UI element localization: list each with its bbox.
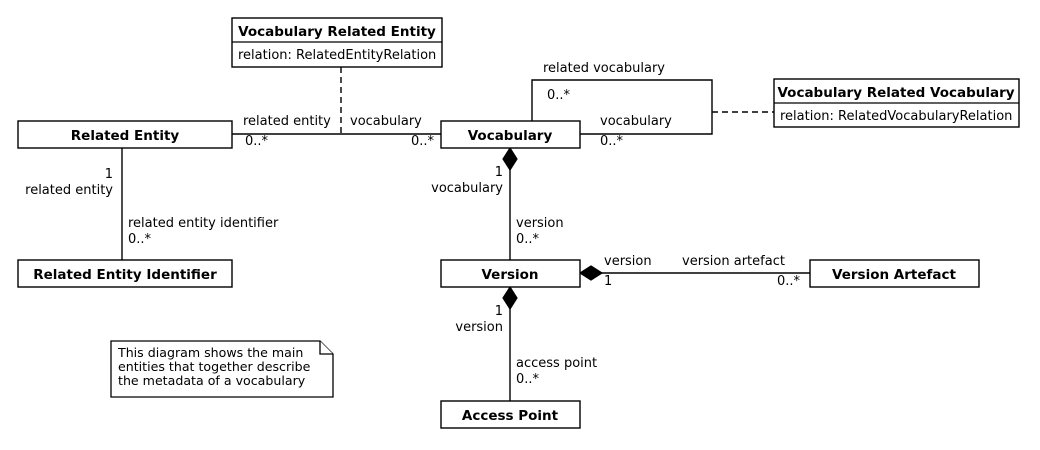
role-label-related-entity-end: related entity bbox=[25, 183, 113, 198]
class-box-vocabulary-related-entity[interactable]: Vocabulary Related Entity relation: Rela… bbox=[231, 17, 443, 68]
class-title-access-point: Access Point bbox=[462, 408, 559, 424]
multiplicity-label-related-entity: 0..* bbox=[245, 134, 269, 149]
role-label-version-end: version bbox=[604, 254, 652, 269]
class-box-vocabulary-related-vocabulary[interactable]: Vocabulary Related Vocabulary relation: … bbox=[773, 78, 1020, 128]
multiplicity-label-related-entity-identifier: 0..* bbox=[128, 232, 152, 247]
note-line-3: the metadata of a vocabulary bbox=[118, 373, 306, 388]
role-label-related-entity-identifier: related entity identifier bbox=[128, 216, 279, 231]
class-attribute-vocabulary-related-entity-relation: relation: RelatedEntityRelation bbox=[238, 48, 436, 63]
class-box-version[interactable]: Version bbox=[440, 259, 581, 288]
class-title-vocabulary-related-entity: Vocabulary Related Entity bbox=[238, 24, 436, 40]
role-label-related-vocabulary: related vocabulary bbox=[543, 61, 665, 76]
class-box-related-entity[interactable]: Related Entity bbox=[17, 120, 233, 149]
multiplicity-label-vocabulary-self: 0..* bbox=[600, 134, 624, 149]
class-box-version-artefact[interactable]: Version Artefact bbox=[809, 259, 980, 288]
multiplicity-label-version: 0..* bbox=[516, 232, 540, 247]
class-title-vocabulary: Vocabulary bbox=[468, 128, 553, 144]
class-title-version: Version bbox=[481, 267, 538, 283]
class-box-vocabulary[interactable]: Vocabulary bbox=[440, 120, 581, 149]
role-label-version-artefact: version artefact bbox=[682, 254, 785, 269]
role-label-vocabulary-of-related-entity: vocabulary bbox=[350, 114, 422, 129]
class-box-related-entity-identifier[interactable]: Related Entity Identifier bbox=[17, 259, 233, 288]
note-line-2: entities that together describe bbox=[118, 359, 311, 374]
role-label-version-access-end: version bbox=[455, 320, 503, 335]
multiplicity-label-version-artefact: 0..* bbox=[777, 274, 801, 289]
composition-diamond-vocabulary bbox=[502, 146, 518, 172]
role-label-version: version bbox=[516, 216, 564, 231]
multiplicity-label-version-end: 1 bbox=[604, 274, 612, 289]
role-label-vocabulary-composition: vocabulary bbox=[431, 181, 503, 196]
role-label-related-entity: related entity bbox=[243, 114, 331, 129]
note-line-1: This diagram shows the main bbox=[117, 345, 303, 360]
multiplicity-label-related-entity-end: 1 bbox=[105, 167, 113, 182]
association-line-vocabulary-self bbox=[531, 79, 713, 135]
class-box-access-point[interactable]: Access Point bbox=[440, 400, 581, 429]
composition-diamond-version-artefact bbox=[578, 265, 604, 281]
class-attribute-vocabulary-related-vocabulary-relation: relation: RelatedVocabularyRelation bbox=[780, 109, 1012, 124]
class-title-related-entity: Related Entity bbox=[71, 128, 180, 144]
role-label-vocabulary-self: vocabulary bbox=[600, 114, 672, 129]
multiplicity-label-vocabulary-of-related-entity: 0..* bbox=[411, 134, 435, 149]
class-title-related-entity-identifier: Related Entity Identifier bbox=[33, 267, 217, 283]
multiplicity-label-vocabulary-composition: 1 bbox=[495, 165, 503, 180]
diagram-note: This diagram shows the main entities tha… bbox=[110, 340, 334, 398]
multiplicity-label-access-point: 0..* bbox=[516, 372, 540, 387]
multiplicity-label-related-vocabulary: 0..* bbox=[547, 88, 571, 103]
multiplicity-label-version-access-end: 1 bbox=[495, 304, 503, 319]
role-label-access-point: access point bbox=[516, 356, 597, 371]
composition-diamond-access-point bbox=[502, 285, 518, 311]
class-title-version-artefact: Version Artefact bbox=[832, 267, 956, 283]
class-title-vocabulary-related-vocabulary: Vocabulary Related Vocabulary bbox=[777, 85, 1014, 101]
